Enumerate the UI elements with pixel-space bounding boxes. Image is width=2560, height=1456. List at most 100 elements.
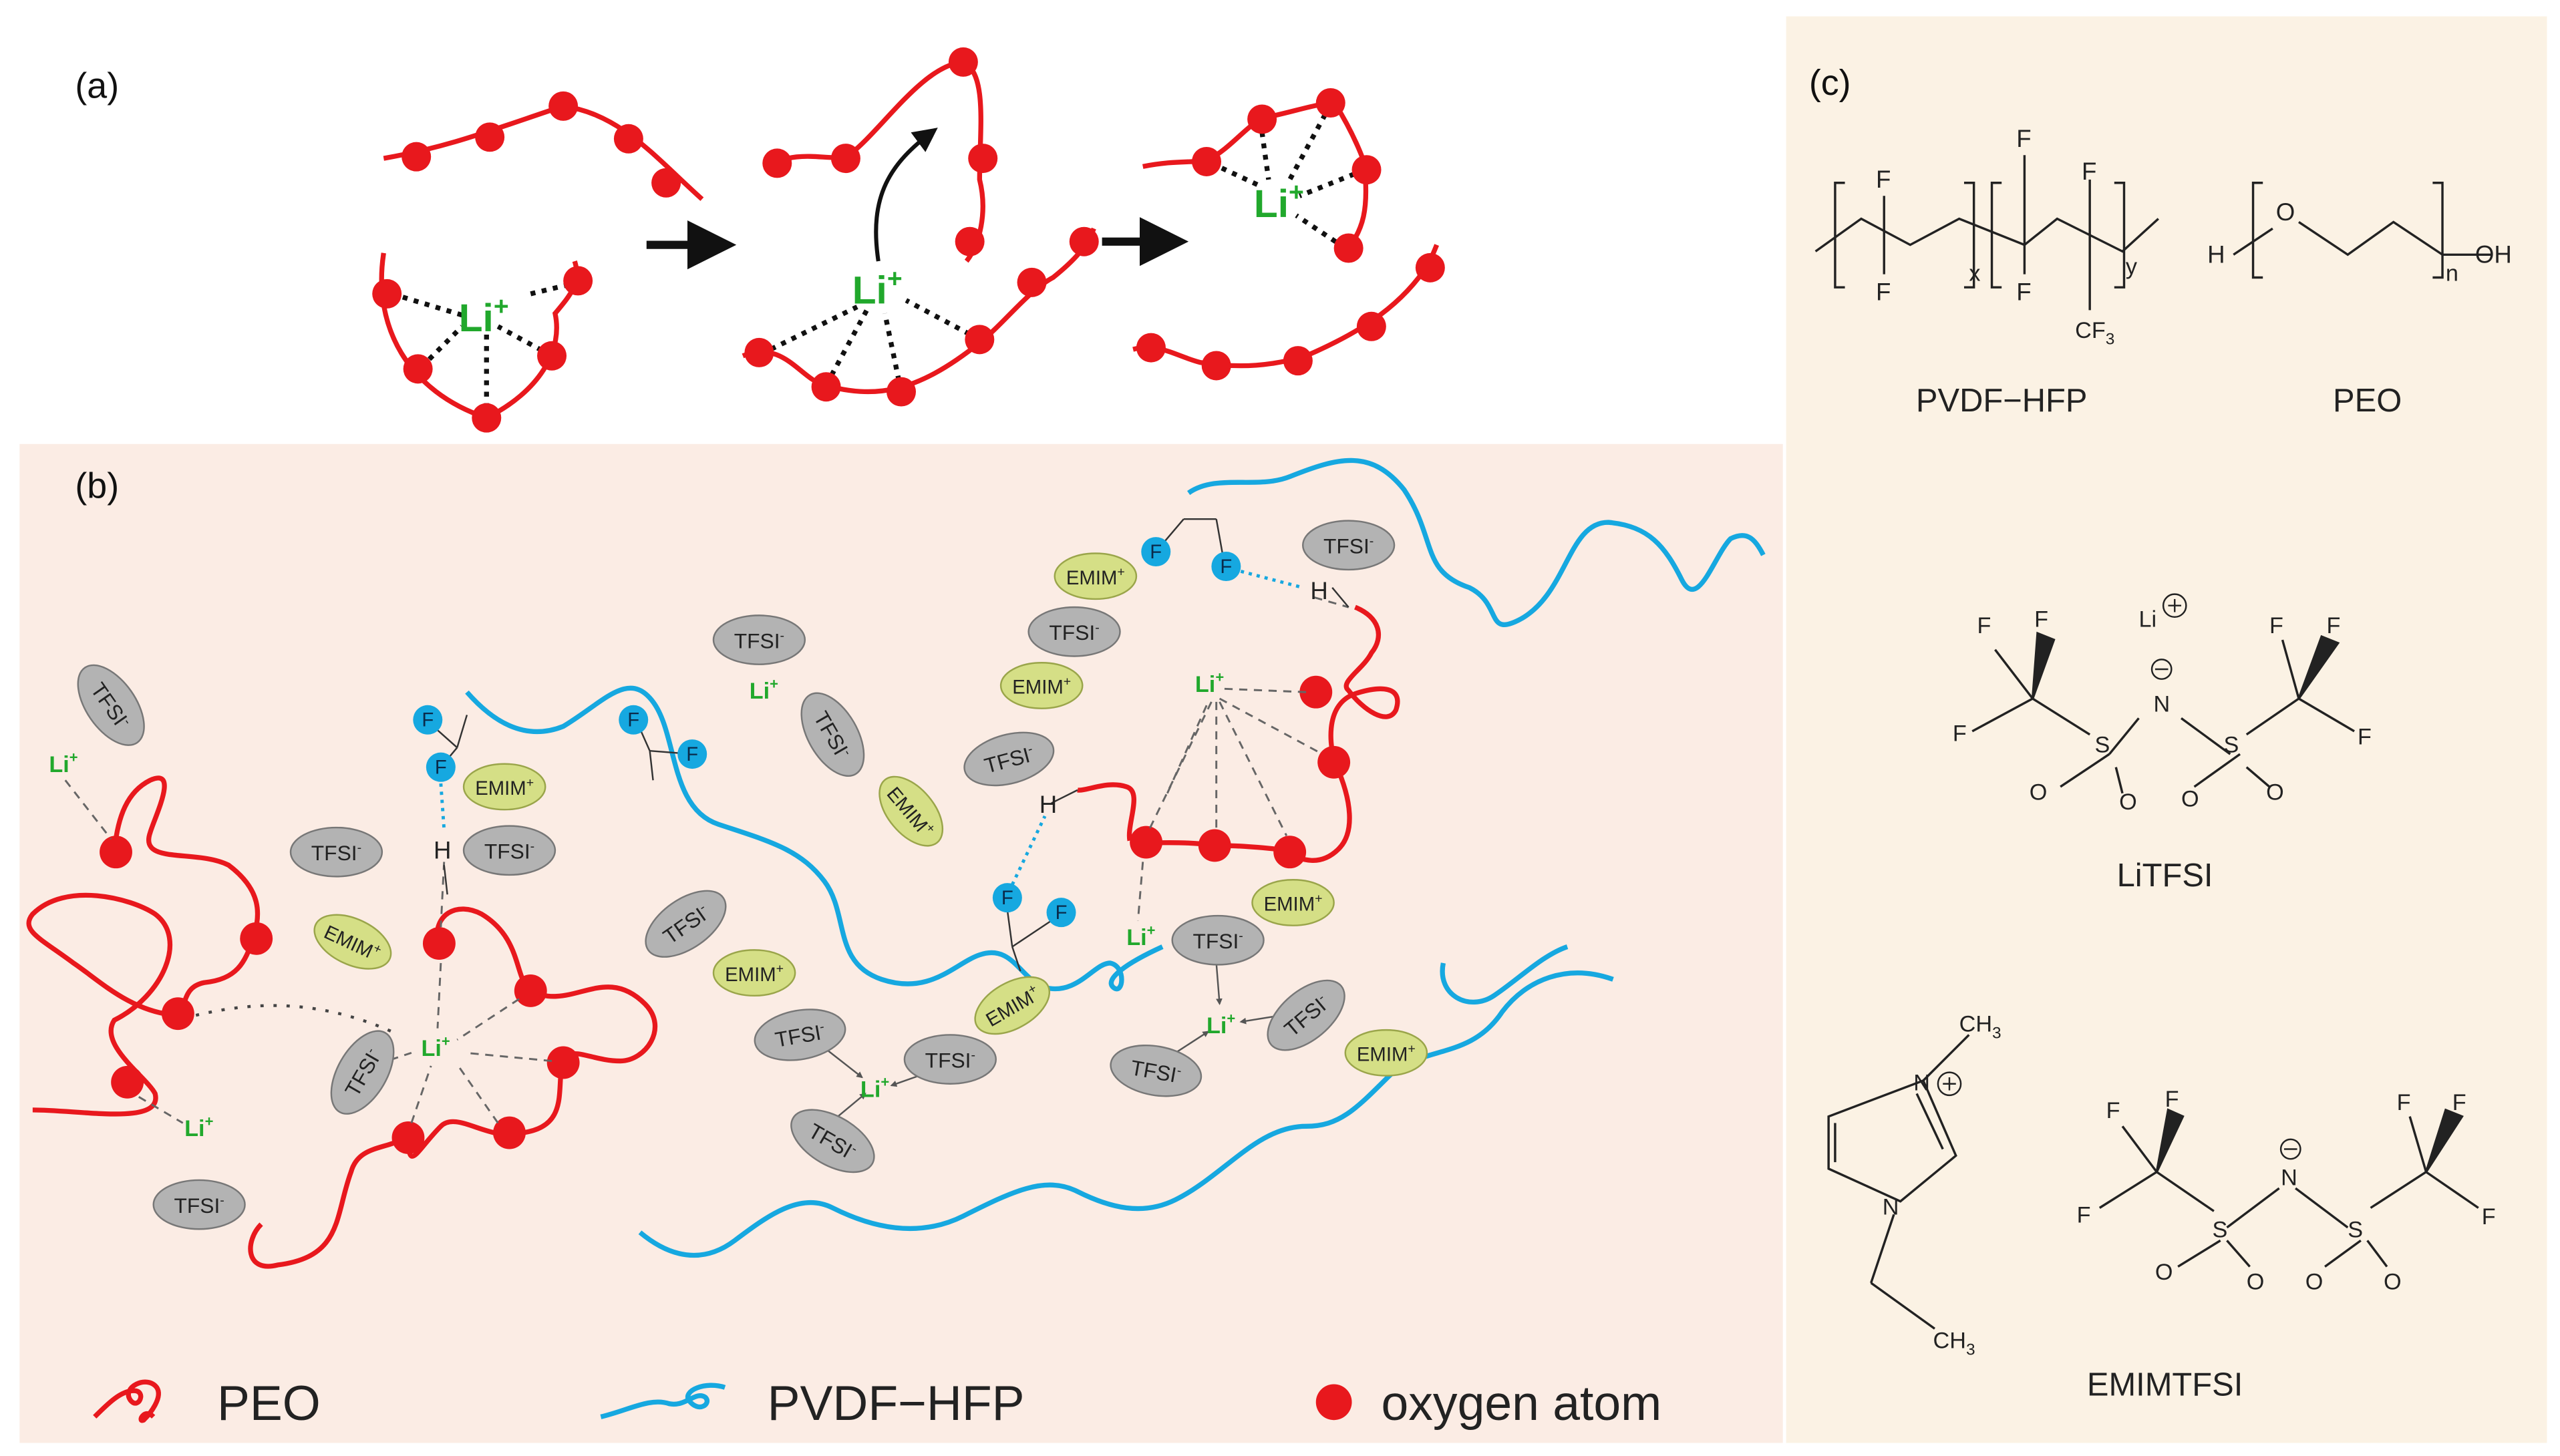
emimtfsi-name: EMIMTFSI [2087, 1367, 2243, 1403]
positive-charge-icon [1937, 1071, 1962, 1097]
oxygen-atom [514, 974, 547, 1007]
fluorine-label: F [1220, 556, 1232, 578]
li-ion-label: Li+ [184, 1113, 213, 1141]
oxygen-atom [372, 279, 402, 309]
atom-label: F [2016, 279, 2031, 306]
emim-cation: EMIM+ [1344, 1029, 1428, 1077]
li-ion-label: Li+ [860, 1074, 889, 1103]
emim-cation: EMIM+ [462, 763, 546, 811]
li-ion-label: Li+ [1207, 1010, 1235, 1039]
litfsi-structure [1971, 631, 2355, 794]
fluorine-atom [1141, 537, 1171, 567]
fluorine-atom [426, 752, 456, 782]
hydrogen-label: H [434, 837, 451, 864]
atom-label: N [2153, 692, 2170, 717]
atom-label: H [2207, 240, 2225, 268]
legend-peo-swatch [93, 1379, 161, 1423]
tfsi-anion: TFSI- [1110, 1044, 1203, 1097]
oxygen-atom [422, 927, 456, 960]
atom-label: F [2165, 1087, 2179, 1112]
ch3-label: CH3 [1959, 1012, 2002, 1043]
atom-label: F [2327, 613, 2341, 639]
atom-label: F [2106, 1098, 2120, 1123]
negative-charge-icon [2150, 659, 2173, 680]
panel-c-background [1786, 16, 2547, 1443]
legend-oxygen-swatch [1315, 1384, 1352, 1421]
atom-label: F [2016, 125, 2031, 152]
oxygen-atom [472, 403, 502, 433]
tfsi-anion: TFSI- [1171, 914, 1265, 966]
emimtfsi-structure [1827, 1034, 2479, 1330]
tfsi-anion: TFSI- [963, 731, 1055, 787]
legend-pvdf-swatch [600, 1383, 726, 1419]
fluorine-atom [413, 705, 443, 735]
oxygen-atom [830, 144, 860, 174]
svg-text:TFSI-: TFSI- [484, 839, 534, 863]
oxygen-atom [1069, 226, 1099, 256]
pvdf-hfp-name: PVDF−HFP [1916, 383, 2088, 419]
panel-c: (c) F F F F F x y CF3 PVDF−HFP [1809, 63, 2512, 1403]
peo-name: PEO [2333, 383, 2402, 419]
panel-a-stage-1: Li+ [372, 91, 704, 433]
svg-text:TFSI-: TFSI- [1192, 929, 1243, 953]
oxygen-atom [1017, 267, 1047, 297]
svg-text:TFSI-: TFSI- [174, 1194, 224, 1218]
tfsi-anion: TFSI- [800, 692, 865, 777]
emim-cation: EMIM+ [313, 914, 392, 970]
oxygen-atom [968, 144, 998, 174]
ch3-label: CH3 [1933, 1328, 1975, 1359]
legend: PEO PVDF−HFP oxygen atom [93, 1376, 1661, 1431]
fluorine-atom [1211, 552, 1241, 582]
oxygen-atom [1198, 829, 1231, 862]
hydrogen-label: H [1310, 577, 1327, 604]
oxygen-atom [1192, 146, 1222, 176]
atom-label: F [1876, 279, 1891, 306]
atom-label: O [2266, 780, 2284, 805]
negative-charge-icon [2279, 1138, 2301, 1160]
atom-label: O [2305, 1270, 2324, 1295]
atom-label: O [2276, 198, 2295, 226]
fluorine-label: F [1150, 541, 1162, 563]
emim-cation: EMIM+ [974, 976, 1051, 1035]
tfsi-anion: TFSI- [790, 1109, 875, 1173]
oxygen-atom [1415, 252, 1445, 283]
atom-label: F [2452, 1090, 2466, 1115]
li-ion-label: Li+ [1195, 669, 1224, 698]
fluorine-label: F [1001, 887, 1013, 909]
oxygen-atom [100, 836, 132, 869]
atom-label: OH [2475, 240, 2512, 268]
oxygen-atom [537, 341, 567, 371]
svg-text:EMIM+: EMIM+ [1357, 1041, 1416, 1065]
atom-label: F [2082, 158, 2096, 185]
svg-text:EMIM+: EMIM+ [1012, 674, 1071, 698]
oxygen-atom [1247, 104, 1277, 134]
oxygen-atom [403, 354, 433, 384]
peo-chain [1145, 604, 1400, 863]
fluorine-atom [619, 705, 649, 735]
oxygen-atom [651, 168, 681, 198]
atom-label: Li [2138, 606, 2156, 632]
atom-label: O [2030, 780, 2048, 805]
oxygen-atom [1283, 346, 1313, 376]
atom-label: F [2482, 1204, 2496, 1230]
legend-peo-label: PEO [217, 1376, 321, 1431]
oxygen-atom [1273, 836, 1307, 869]
li-ion-label: Li+ [422, 1033, 450, 1062]
tfsi-anion: TFSI- [712, 614, 806, 665]
fluorine-atom [992, 883, 1022, 913]
panel-a: (a) Li [75, 47, 1445, 433]
atom-label: O [2119, 789, 2137, 815]
fluorine-atom [1046, 898, 1076, 928]
pvdf-hfp-chain [1187, 458, 1766, 627]
fluorine-label: F [686, 743, 698, 765]
panel-b: (b) [26, 458, 1766, 1431]
atom-label: O [2247, 1270, 2265, 1295]
atom-label: F [1977, 613, 1991, 639]
li-ion-label: Li+ [1254, 178, 1304, 226]
atom-label: F [2034, 606, 2048, 632]
fluorine-label: F [422, 709, 434, 731]
atom-label: F [1953, 721, 1967, 747]
oxygen-atom [955, 226, 985, 256]
tfsi-anion: TFSI- [754, 1009, 846, 1061]
peo-chain [379, 252, 579, 421]
